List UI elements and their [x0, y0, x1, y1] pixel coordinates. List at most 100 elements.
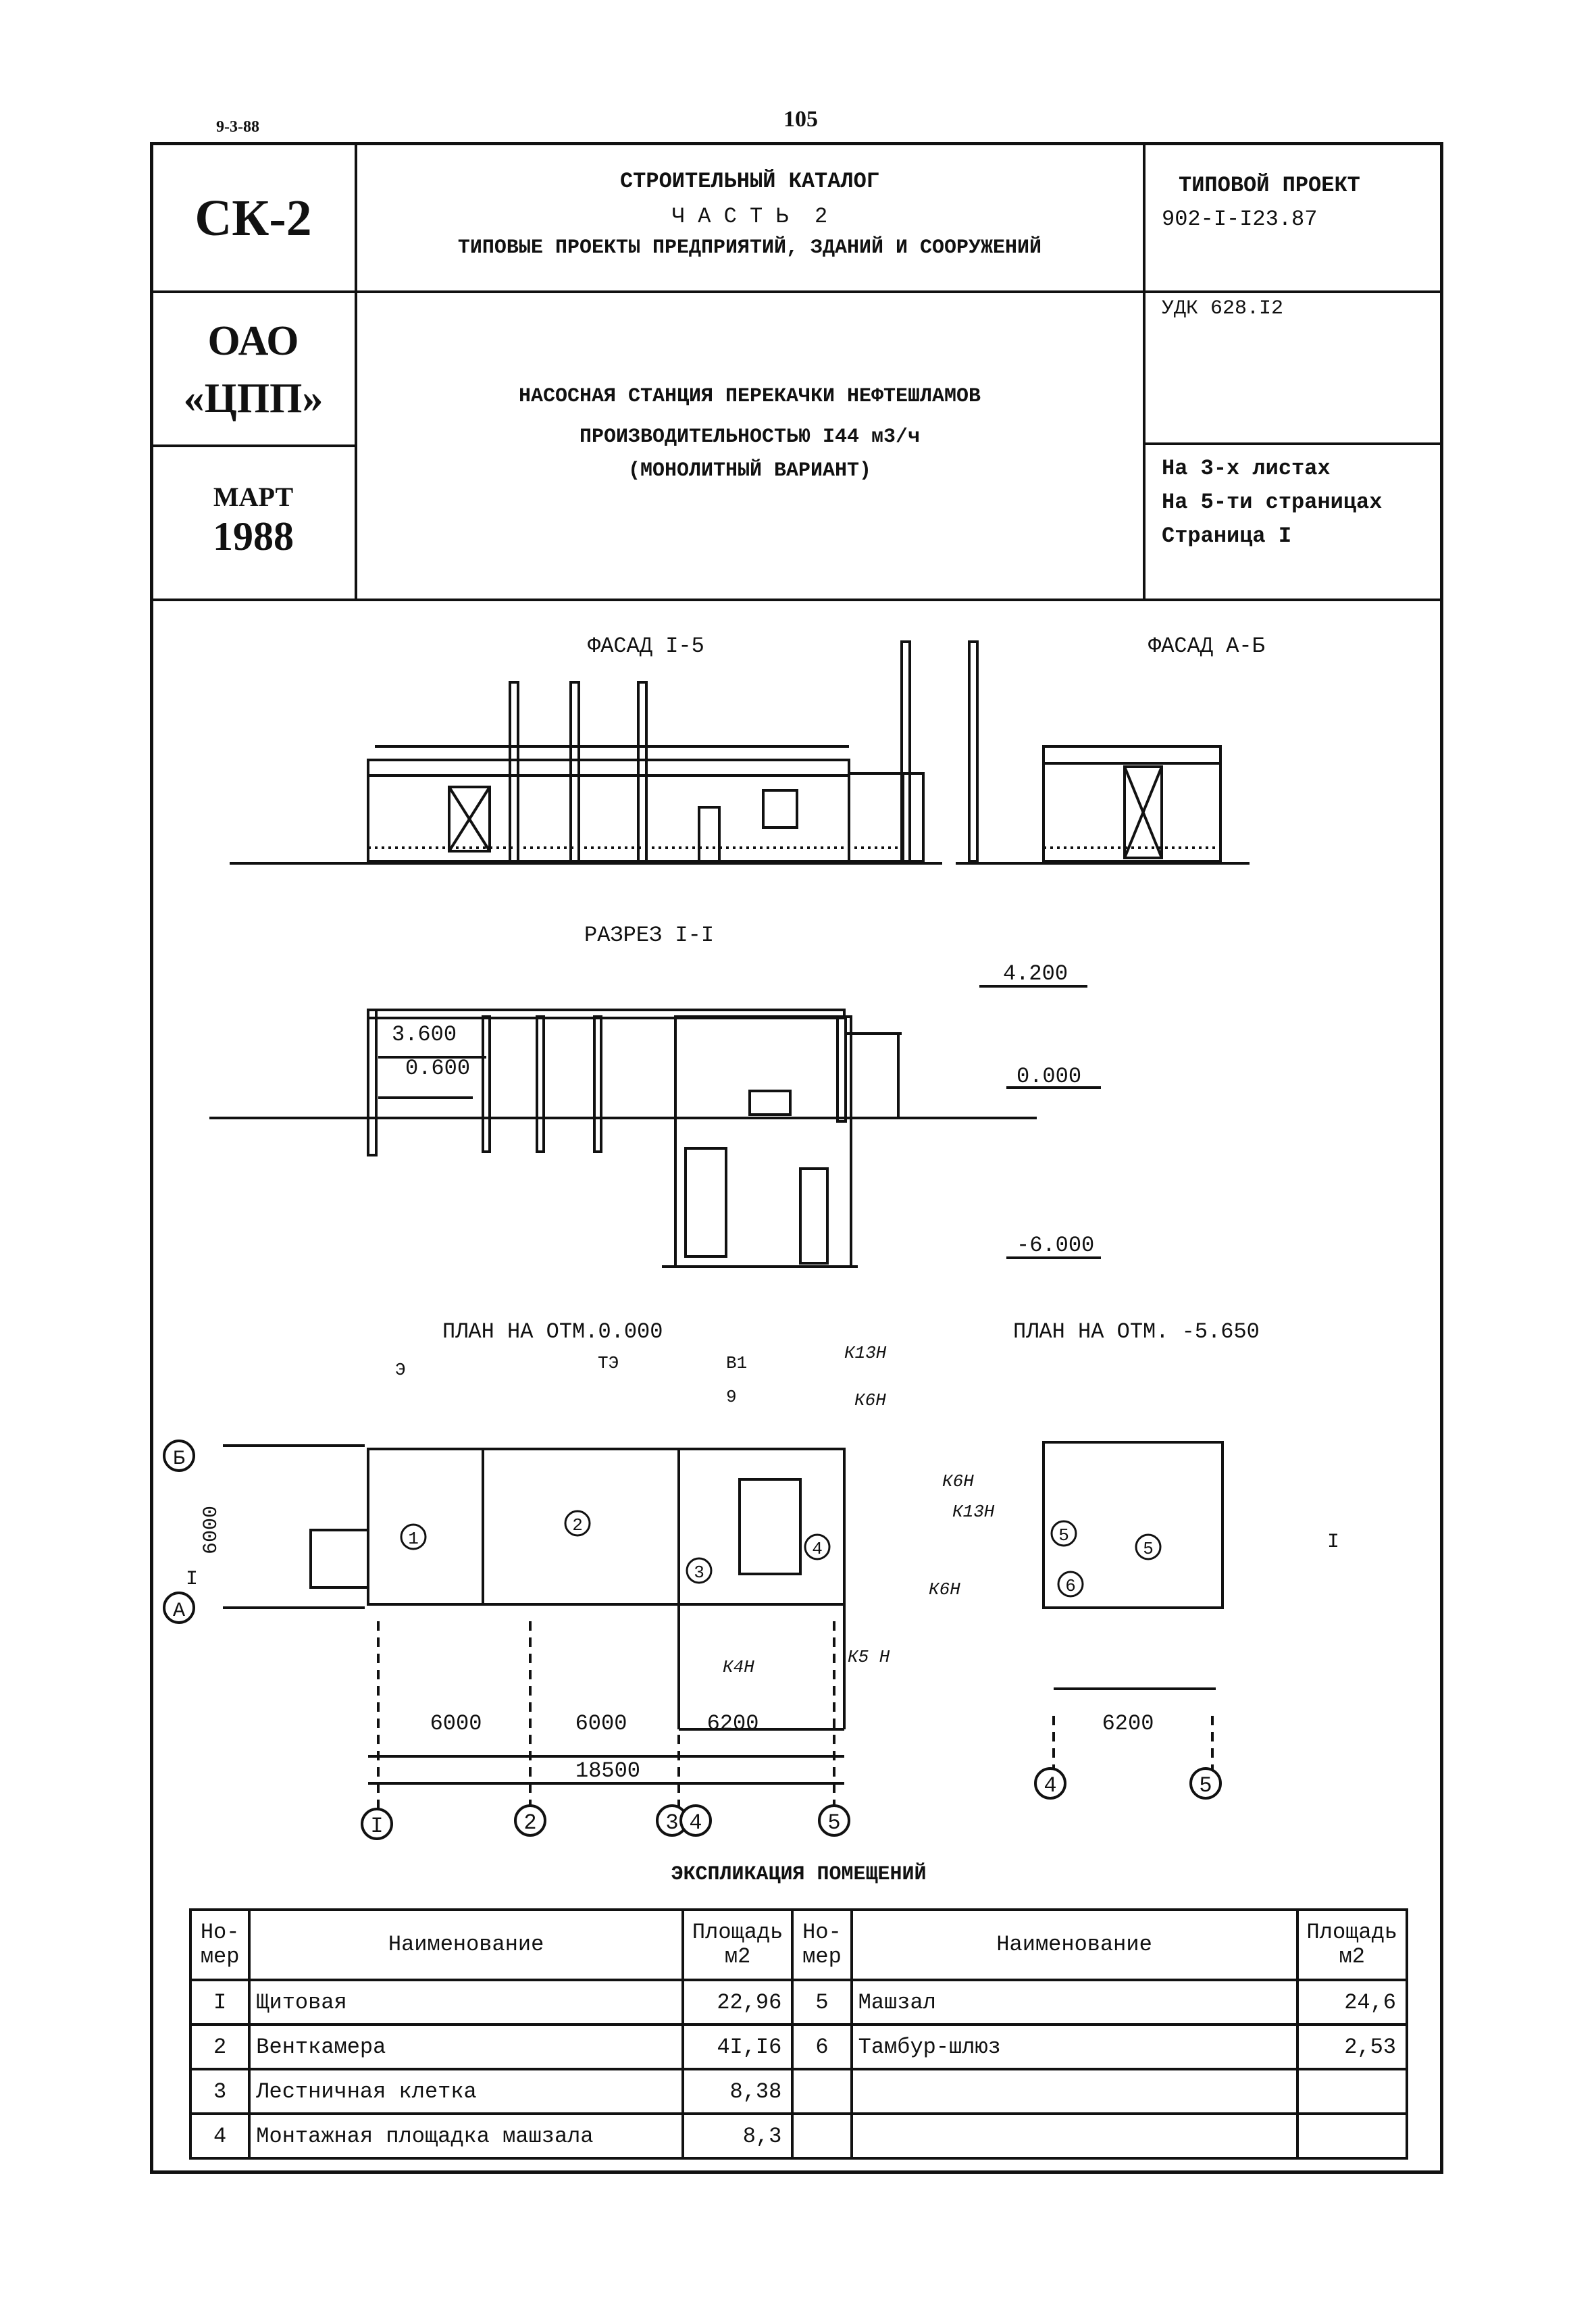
date-month: МАРТ: [213, 482, 294, 512]
axis-label-2: 2: [523, 1810, 536, 1835]
tag-k6n-bottom: К6Н: [929, 1579, 960, 1600]
tag-k6n-top: К6Н: [854, 1390, 886, 1410]
cell-num: 5: [791, 1979, 853, 2026]
elevation-0600: 0.600: [405, 1056, 470, 1081]
date-year: 1988: [213, 514, 294, 559]
tag-k6n-right: К6Н: [942, 1471, 974, 1492]
elevation-zero: 0.000: [1016, 1064, 1081, 1089]
axis-label-a: А: [173, 1600, 185, 1623]
header-col-divider-2: [1143, 142, 1145, 600]
catalog-title: СТРОИТЕЛЬНЫЙ КАТАЛОГ: [619, 169, 880, 194]
header-right-divider: [1143, 442, 1443, 445]
header-divider-1: [150, 290, 1443, 293]
room-marker-5a: 5: [1058, 1525, 1069, 1546]
udk: УДК 628.I2: [1162, 297, 1284, 320]
dim-6200: 6200: [707, 1711, 759, 1736]
cell-name: [850, 2068, 1299, 2115]
facade-a-b-drawing: [956, 745, 1250, 865]
room-marker-5: 5: [1143, 1539, 1154, 1559]
head-area-right: Площадь м2: [1295, 1908, 1409, 1981]
plan-0-drawing: [223, 1444, 846, 1824]
cell-area: 2,53: [1295, 2023, 1409, 2070]
head-name-left: Наименование: [248, 1908, 684, 1981]
header-col-divider-1: [355, 142, 357, 600]
cut-label-right: I: [1327, 1531, 1339, 1554]
section-title: РАЗРЕЗ I-I: [584, 923, 714, 948]
cell-area: 22,96: [681, 1979, 794, 2026]
cell-num: [791, 2068, 853, 2115]
cell-num: I: [188, 1979, 251, 2026]
cell-name: Венткамера: [248, 2023, 684, 2070]
cell-num: [791, 2112, 853, 2160]
series-code: 9-3-88: [216, 118, 259, 136]
elevation-top: 4.200: [1003, 961, 1068, 986]
cell-num: 3: [188, 2068, 251, 2115]
project-label: ТИПОВОЙ ПРОЕКТ: [1179, 173, 1360, 198]
head-name-right: Наименование: [850, 1908, 1299, 1981]
tag-te: ТЭ: [598, 1353, 619, 1373]
table-row: I Щитовая 22,96 5 Машзал 24,6: [188, 1979, 1409, 2026]
elevation-3600: 3.600: [392, 1022, 457, 1047]
plan-0-title: ПЛАН НА ОТМ.0.000: [442, 1319, 663, 1344]
axis-label-5: 5: [827, 1810, 840, 1835]
explication-table: Но-мер Наименование Площадь м2 Но-мер На…: [188, 1908, 1409, 2160]
object-title: НАСОСНАЯ СТАНЦИЯ ПЕРЕКАЧКИ НЕФТЕШЛАМОВ: [518, 385, 981, 408]
catalog-subtitle: ТИПОВЫЕ ПРОЕКТЫ ПРЕДПРИЯТИЙ, ЗДАНИЙ И СО…: [457, 236, 1042, 259]
cell-name: Лестничная клетка: [248, 2068, 684, 2115]
axis-label-4: 4: [689, 1810, 702, 1835]
org-line1: ОАО: [207, 318, 299, 364]
cell-name: Монтажная площадка машзала: [248, 2112, 684, 2160]
cell-area: [1295, 2068, 1409, 2115]
cell-area: 4I,I6: [681, 2023, 794, 2070]
dim-18500: 18500: [575, 1758, 640, 1783]
catalog-code: СК-2: [195, 190, 312, 247]
cell-num: 2: [188, 2023, 251, 2070]
room-marker-1: 1: [408, 1529, 419, 1549]
plan-minus-drawing: [1042, 1441, 1224, 1770]
cell-name: Тамбур-шлюз: [850, 2023, 1299, 2070]
dim-6000-a: 6000: [430, 1711, 482, 1736]
head-num-left: Но-мер: [188, 1908, 251, 1981]
room-marker-2: 2: [572, 1515, 583, 1535]
sheets-count: На 3-х листах: [1162, 456, 1331, 481]
axis-label-5b: 5: [1199, 1773, 1212, 1798]
room-marker-3: 3: [694, 1562, 704, 1583]
facade-1-title: ФАСАД I-5: [588, 634, 704, 659]
tag-v1: В1: [726, 1353, 747, 1373]
tag-9: 9: [726, 1387, 737, 1407]
cell-area: 8,3: [681, 2112, 794, 2160]
room-marker-4: 4: [812, 1539, 823, 1559]
tag-k13n-right: К13Н: [952, 1502, 995, 1522]
explication-title: ЭКСПЛИКАЦИЯ ПОМЕЩЕНИЙ: [671, 1863, 927, 1886]
plan-minus-title: ПЛАН НА ОТМ. -5.650: [1013, 1319, 1260, 1344]
table-row: 2 Венткамера 4I,I6 6 Тамбур-шлюз 2,53: [188, 2023, 1409, 2070]
cut-label-left: I: [186, 1568, 198, 1591]
page-index: Страница I: [1162, 524, 1292, 549]
cell-area: 24,6: [1295, 1979, 1409, 2026]
cell-num: 4: [188, 2112, 251, 2160]
pages-count: На 5-ти страницах: [1162, 490, 1383, 515]
page-number: 105: [783, 107, 818, 132]
elevation-minus: -6.000: [1016, 1233, 1094, 1258]
facade-2-title: ФАСАД А-Б: [1148, 634, 1265, 659]
axis-label-3: 3: [665, 1810, 678, 1835]
section-drawing: [209, 985, 1101, 1268]
header-left-divider: [150, 444, 356, 447]
org-line2: «ЦПП»: [183, 376, 324, 422]
head-num-right: Но-мер: [791, 1908, 853, 1981]
cell-area: [1295, 2112, 1409, 2160]
catalog-part: Ч А С Т Ь 2: [671, 204, 828, 229]
header-divider-bottom: [150, 599, 1443, 601]
dim-vertical-6000: 6000: [200, 1506, 223, 1554]
object-capacity: ПРОИЗВОДИТЕЛЬНОСТЬЮ I44 м3/ч: [579, 426, 921, 449]
object-variant: (МОНОЛИТНЫЙ ВАРИАНТ): [627, 459, 872, 482]
axis-label-b: Б: [173, 1448, 185, 1471]
table-row: 4 Монтажная площадка машзала 8,3: [188, 2112, 1409, 2160]
cell-name: Щитовая: [248, 1979, 684, 2026]
cell-name: Машзал: [850, 1979, 1299, 2026]
cell-name: [850, 2112, 1299, 2160]
tag-k5n: К5 Н: [848, 1647, 890, 1667]
room-marker-6: 6: [1065, 1576, 1076, 1596]
facade-1-5-drawing: [230, 640, 979, 865]
